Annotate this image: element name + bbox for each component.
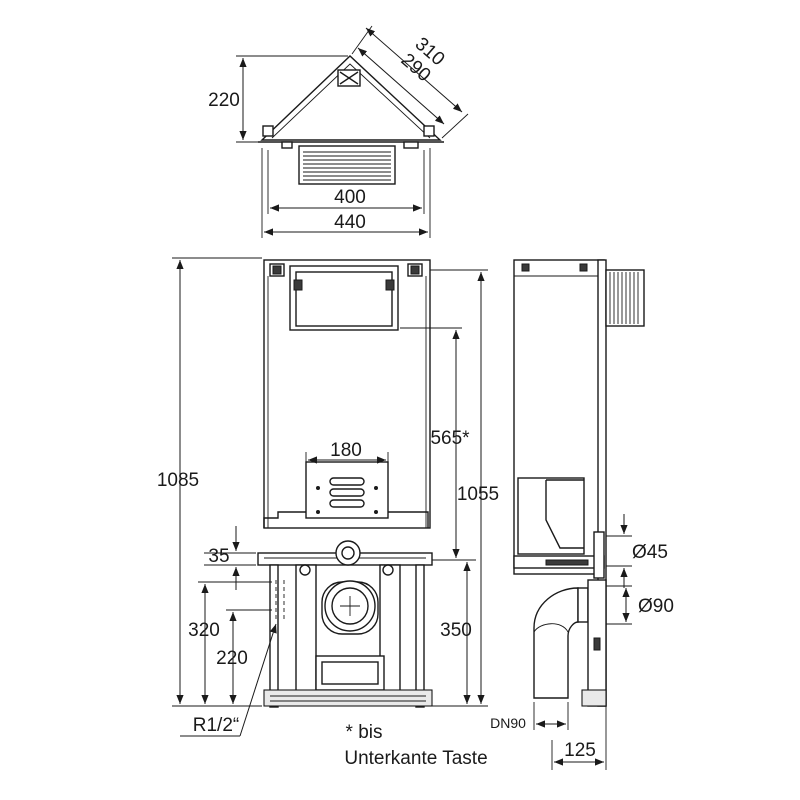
inspection-opening-front [289,265,399,331]
pan-connection-plate [305,461,389,519]
side-grille [605,269,645,327]
dim-water-inlet-lower: 220 [216,648,248,669]
dim-height-to-flush: 1055 [457,484,499,505]
label-waste-pipe: DN90 [490,715,526,731]
dim-top-outer-width: 440 [334,212,366,233]
dim-total-height: 1085 [157,470,199,491]
dim-side-depth: 125 [564,740,596,761]
side-view: Ø45 Ø90 DN90 125 [490,259,674,770]
top-view: 220 310 290 400 440 [208,25,469,238]
waste-bend-front [315,580,385,691]
front-view: 180 1085 35 320 220 R1/2“ 565* 1055 [157,257,499,769]
label-water-thread: R1/2“ [193,715,239,736]
dim-connection-90: Ø90 [638,596,674,617]
dim-rail-offset: 35 [208,546,229,567]
side-valve [517,477,585,555]
dim-top-depth: 220 [208,90,240,111]
side-waste-elbow [533,587,589,699]
note-asterisk: * bis [346,722,383,743]
dim-water-inlet-height: 320 [188,620,220,641]
dim-connection-45: Ø45 [632,542,668,563]
dim-pan-spacing: 180 [330,440,362,461]
flush-valve-symbol [337,69,361,87]
dim-flush-plate-height: 565* [430,428,470,449]
note-text: Unterkante Taste [344,748,487,769]
frame-feet [263,689,433,707]
dim-top-inner-width: 400 [334,187,366,208]
inspection-grille-top [298,145,396,185]
dim-waste-height: 350 [440,620,472,641]
